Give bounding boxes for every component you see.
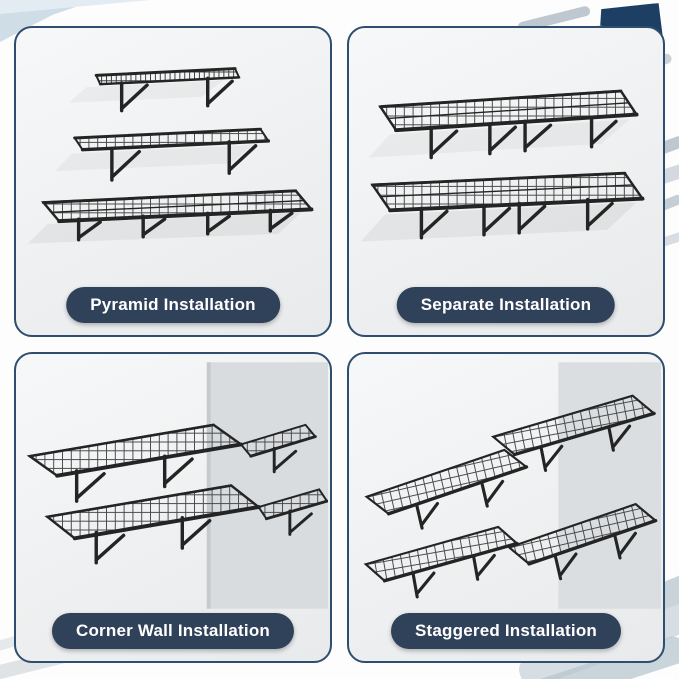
pyramid-label: Pyramid Installation [66,287,280,323]
corner-shelves-illustration [26,362,328,609]
panel-separate: Separate Installation [347,26,665,337]
pyramid-shelves-illustration [27,67,314,244]
wall-shade [558,362,661,609]
corner-label: Corner Wall Installation [51,613,295,649]
staggered-shelves-illustration [363,362,661,609]
panel-corner: Corner Wall Installation [14,352,332,663]
panel-staggered: Staggered Installation [347,352,665,663]
brush-texture-top-left-2 [0,0,150,14]
quadrant-grid: Pyramid Installation [14,26,665,663]
separate-label: Separate Installation [396,287,616,323]
separate-shelves-illustration [360,89,645,242]
panel-pyramid: Pyramid Installation [14,26,332,337]
staggered-label: Staggered Installation [391,613,621,649]
